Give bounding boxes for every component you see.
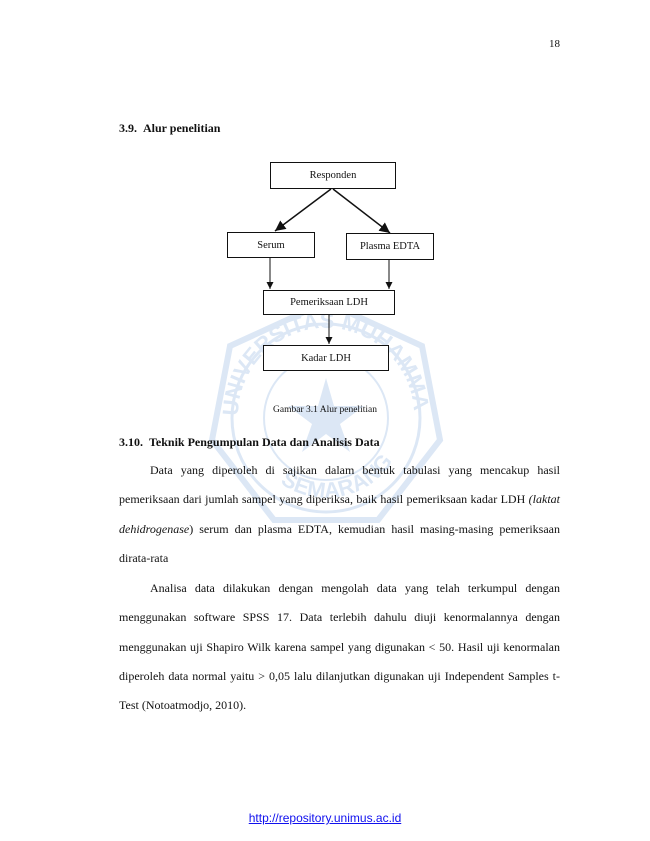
section-number: 3.9.	[119, 121, 137, 135]
figure-caption: Gambar 3.1 Alur penelitian	[273, 405, 377, 415]
arrow-responden-serum	[274, 188, 332, 232]
paragraph-text: ) serum dan plasma EDTA, kemudian hasil …	[119, 521, 560, 565]
section-number: 3.10.	[119, 435, 143, 449]
section-heading-flow: 3.9. Alur penelitian	[119, 121, 220, 136]
paragraph-text: Data yang diperoleh di sajikan dalam ben…	[119, 463, 560, 507]
paragraph-italic-term: (laktat dehidrogenase	[119, 492, 560, 536]
paragraph-text: Analisa data dilakukan dengan mengolah d…	[119, 581, 560, 713]
flow-node-pemeriksaan-ldh: Pemeriksaan LDH	[263, 290, 395, 315]
section-title: Teknik Pengumpulan Data dan Analisis Dat…	[149, 435, 380, 449]
arrow-responden-plasma	[332, 188, 391, 234]
flow-node-responden: Responden	[270, 162, 396, 189]
page-number: 18	[549, 38, 560, 50]
section-heading-analysis: 3.10. Teknik Pengumpulan Data dan Analisi…	[119, 435, 380, 450]
flow-node-kadar-ldh: Kadar LDH	[263, 345, 389, 371]
paragraph-data-analysis: Analisa data dilakukan dengan mengolah d…	[119, 574, 560, 720]
flow-node-plasma-edta: Plasma EDTA	[346, 233, 434, 260]
paragraph-data-presentation: Data yang diperoleh di sajikan dalam ben…	[119, 456, 560, 573]
repository-link[interactable]: http://repository.unimus.ac.id	[248, 811, 402, 825]
flow-node-serum: Serum	[227, 232, 315, 258]
section-title: Alur penelitian	[143, 121, 221, 135]
